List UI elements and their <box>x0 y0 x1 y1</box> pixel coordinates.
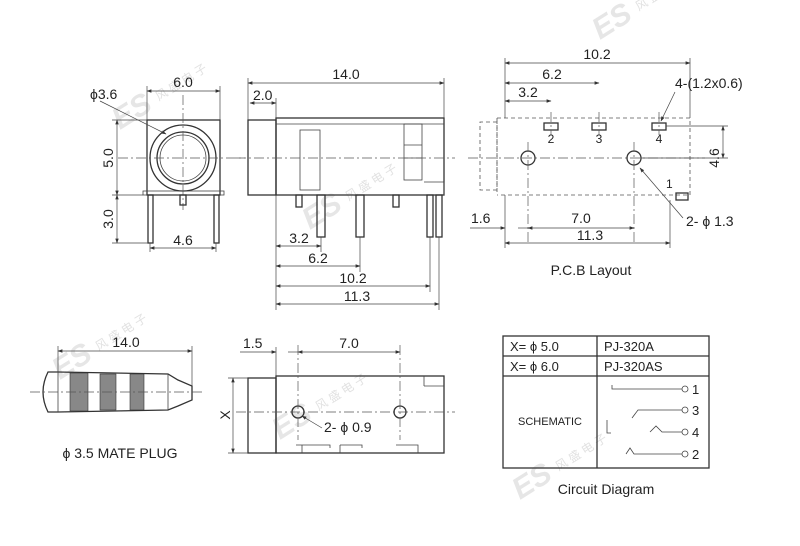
front-pin-span-label: 4.6 <box>173 232 193 248</box>
pcb-layout: 2 3 4 10.2 6.2 3.2 4-(1.2x0.6) 4.6 1 2- … <box>468 46 743 278</box>
front-width-label: 6.0 <box>173 74 193 90</box>
pcb-pin-label: 4 <box>656 132 663 146</box>
front-pin-height-label: 3.0 <box>100 209 116 229</box>
pcb-span-label: 7.0 <box>571 210 591 226</box>
table-cell: PJ-320A <box>604 339 654 354</box>
pcb-w1-label: 10.2 <box>583 46 610 62</box>
pcb-caption: P.C.B Layout <box>551 262 632 278</box>
bottom-view: 1.5 7.0 X 2- ϕ 0.9 <box>217 335 455 454</box>
side-d2-label: 6.2 <box>308 250 328 266</box>
plug-length-label: 14.0 <box>112 334 139 350</box>
pcb-height-label: 4.6 <box>706 148 722 168</box>
svg-text:ES: ES <box>586 0 637 46</box>
svg-text:风 盛 电 子: 风 盛 电 子 <box>632 0 689 14</box>
terminal-label: 3 <box>692 403 699 418</box>
pcb-holes-label: 2- ϕ 1.3 <box>686 213 734 229</box>
front-height-label: 5.0 <box>100 148 116 168</box>
pcb-w3-label: 3.2 <box>518 84 538 100</box>
side-d3-label: 10.2 <box>339 270 366 286</box>
svg-text:ES: ES <box>296 187 347 236</box>
side-d4-label: 11.3 <box>344 288 370 304</box>
pcb-left-label: 1.6 <box>471 210 491 226</box>
bottom-d2-label: 7.0 <box>339 335 359 351</box>
pcb-w2-label: 6.2 <box>542 66 562 82</box>
plug-caption: ϕ 3.5 MATE PLUG <box>63 445 178 461</box>
side-length-label: 14.0 <box>332 66 359 82</box>
circuit-caption: Circuit Diagram <box>558 481 654 497</box>
terminal-label: 4 <box>692 425 699 440</box>
terminal-label: 1 <box>692 382 699 397</box>
bottom-x-label: X <box>217 410 233 420</box>
pcb-pin-label: 3 <box>596 132 603 146</box>
table-cell: PJ-320AS <box>604 359 663 374</box>
table-cell: X= ϕ 5.0 <box>510 339 559 354</box>
svg-text:风 盛 电 子: 风 盛 电 子 <box>552 430 609 473</box>
table-cell: X= ϕ 6.0 <box>510 359 559 374</box>
front-view: 6.0 ϕ3.6 5.0 3.0 4.6 <box>90 74 245 252</box>
spec-table: X= ϕ 5.0 PJ-320A X= ϕ 6.0 PJ-320AS SCHEM… <box>502 335 710 469</box>
mate-plug: 14.0 ϕ 3.5 MATE PLUG <box>30 334 205 461</box>
schematic-label: SCHEMATIC <box>518 416 582 428</box>
svg-text:风 盛 电 子: 风 盛 电 子 <box>342 160 399 203</box>
svg-text:风 盛 电 子: 风 盛 电 子 <box>312 370 369 413</box>
pcb-pin-label: 2 <box>548 132 555 146</box>
pcb-total-label: 11.3 <box>577 227 603 243</box>
svg-text:ES: ES <box>506 457 557 506</box>
pcb-slots-label: 4-(1.2x0.6) <box>675 75 743 91</box>
bottom-d1-label: 1.5 <box>243 335 263 351</box>
terminal-label: 2 <box>692 447 699 462</box>
bottom-holes-label: 2- ϕ 0.9 <box>324 419 372 435</box>
side-offset-label: 2.0 <box>253 87 273 103</box>
side-d1-label: 3.2 <box>289 230 309 246</box>
svg-text:ES: ES <box>266 397 317 446</box>
side-view: 14.0 2.0 3.2 6.2 10.2 11.3 <box>236 66 455 310</box>
pcb-small-label: 1 <box>666 177 673 191</box>
front-dia-label: ϕ3.6 <box>90 86 118 102</box>
